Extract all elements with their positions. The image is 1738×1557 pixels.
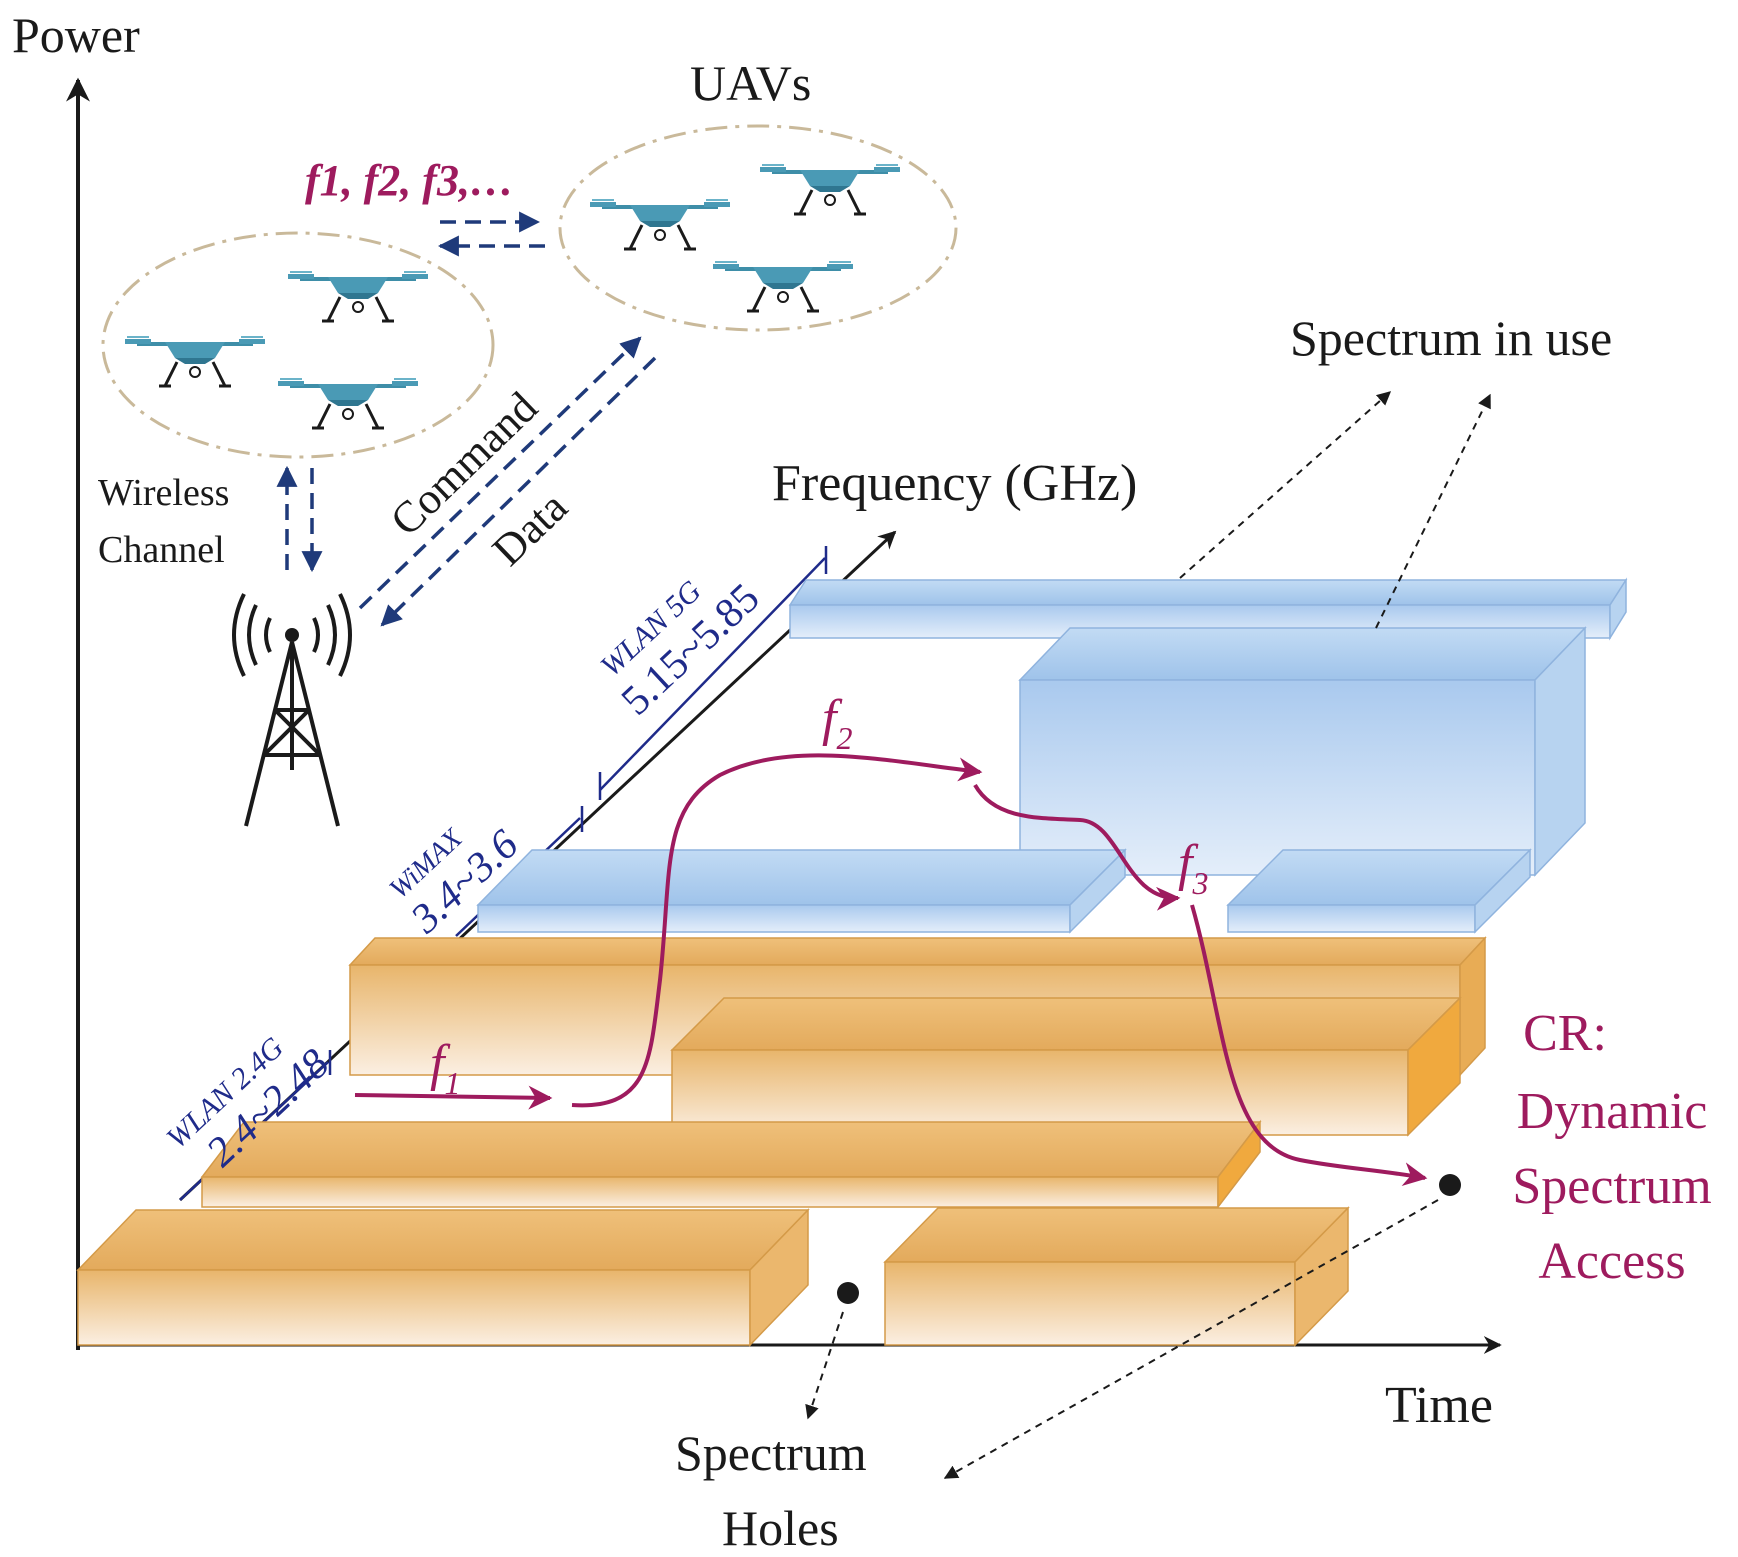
pointer-spectrum-in-use-2 [1375, 393, 1491, 629]
blue-block-wimax-right [1226, 848, 1532, 934]
uav-icon [588, 198, 732, 251]
wireless-label: Wireless [98, 472, 229, 514]
blue-bands [476, 577, 1628, 934]
band-label-wlan5g: WLAN 5G 5.15~5.85 [594, 574, 768, 724]
data-link [380, 356, 657, 627]
orange-block-row2-right [670, 996, 1462, 1137]
spectrum-holes-label-line2: Holes [722, 1500, 839, 1556]
hop-path-f3-to-cr [1190, 904, 1428, 1187]
uav-icon [286, 270, 430, 323]
hop-path [354, 753, 1428, 1187]
uav-cluster-right [558, 124, 958, 332]
command-link [358, 336, 642, 610]
hop-path-f2-to-f3 [973, 783, 1181, 911]
spectrum-hole-dot [837, 1282, 859, 1304]
hop-label-f2: f2 [822, 690, 852, 756]
base-station-icon [232, 593, 352, 827]
uavs-label: UAVs [690, 55, 811, 111]
blue-block-top-slab [788, 577, 1628, 641]
spectrum-in-use-label: Spectrum in use [1290, 310, 1612, 366]
spectrum-hole-dot-cr [1439, 1174, 1461, 1196]
orange-block-front-left [76, 1208, 810, 1347]
channel-label: Channel [98, 529, 225, 571]
frequency-list-label: f1, f2, f3,… [305, 156, 514, 205]
cr-line-2: Dynamic [1517, 1083, 1708, 1140]
pointer-spectrum-in-use-1 [1179, 391, 1392, 579]
cr-line-1: CR: [1523, 1005, 1607, 1062]
power-axis-label: Power [12, 7, 140, 63]
pointer-spectrum-hole-1 [805, 1311, 844, 1420]
blue-block-wimax-left [476, 848, 1127, 934]
annotation-pointers [805, 391, 1491, 1479]
hop-path-f1-to-f2 [571, 753, 983, 1108]
cr-line-4: Access [1538, 1233, 1685, 1290]
band-bracket-wlan5g [599, 557, 826, 791]
uav-clusters [101, 124, 958, 459]
uav-icon [758, 163, 902, 216]
orange-block-row1 [200, 1119, 1262, 1210]
uav-icon [276, 377, 420, 430]
spectrum-holes-label-line1: Spectrum [675, 1425, 867, 1481]
cr-dsa-label: CR: Dynamic Spectrum Access [1512, 1005, 1711, 1290]
uav-cluster-left [101, 231, 495, 459]
pointer-spectrum-hole-2 [943, 1199, 1439, 1479]
data-label: Data [483, 482, 577, 575]
hop-path-f1 [354, 1085, 553, 1110]
orange-block-front-right [883, 1206, 1350, 1347]
orange-bands [76, 936, 1487, 1347]
uav-icon [711, 260, 855, 313]
time-axis-label: Time [1385, 1377, 1493, 1434]
cr-line-3: Spectrum [1512, 1158, 1711, 1215]
blue-block-tall [1018, 626, 1587, 877]
uav-icon [123, 335, 267, 388]
frequency-axis-label: Frequency (GHz) [772, 455, 1137, 512]
comm-links [276, 211, 657, 627]
